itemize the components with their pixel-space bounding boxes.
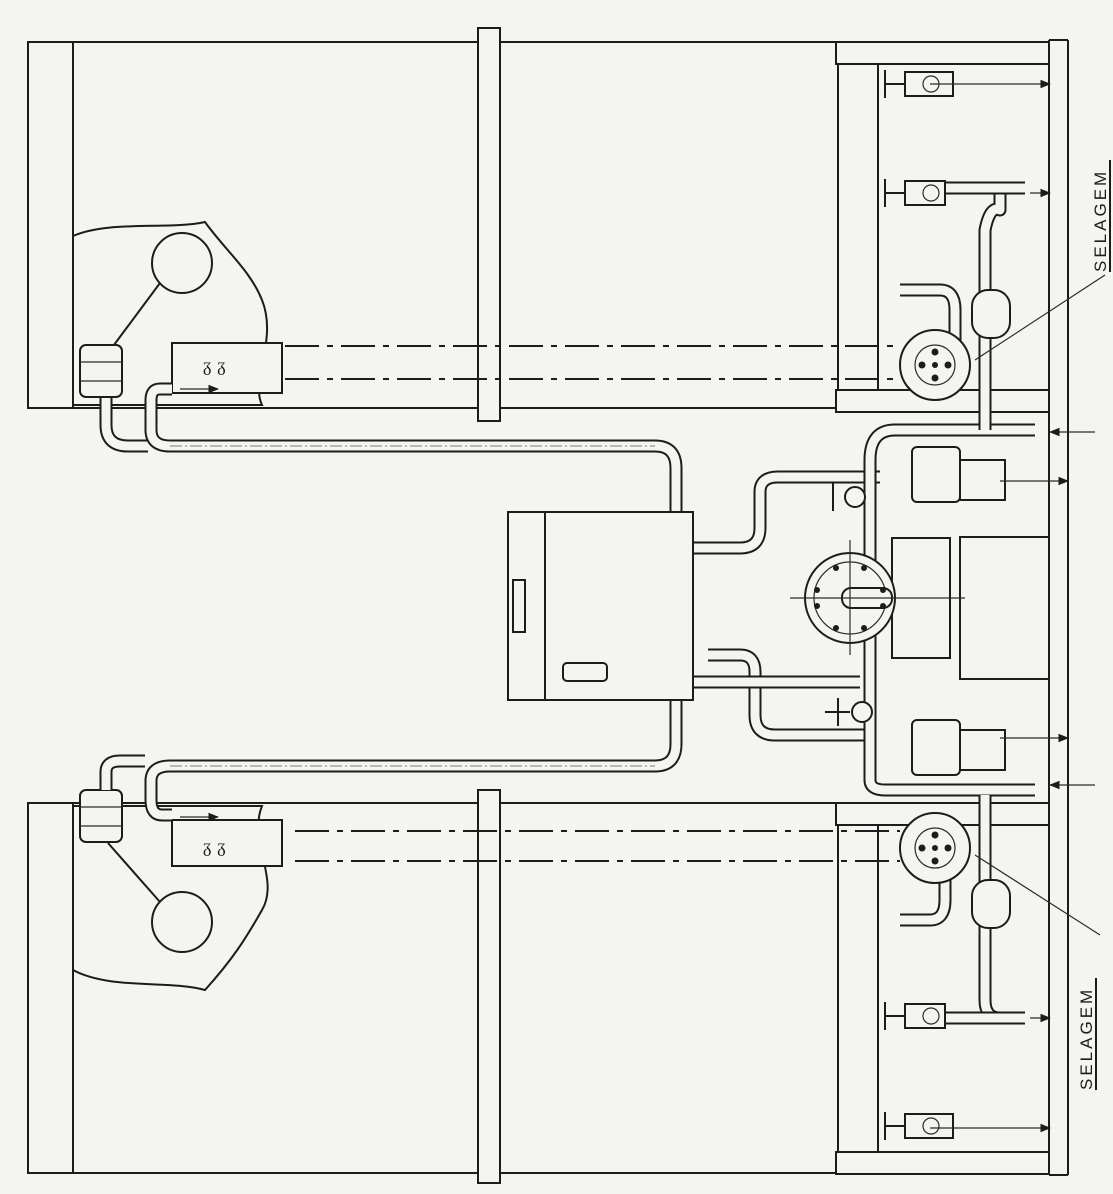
pump-bottom [899,812,1011,929]
main-pump [790,537,965,659]
float-ball-top [151,232,213,294]
support-frame [835,39,1069,1176]
level-lines [285,345,900,862]
float-valve-bottom [79,789,123,843]
label-selagem-top: SELAGEM [1091,169,1110,272]
leader-top [974,274,1106,361]
svg-text:ᵹ ᵹ: ᵹ ᵹ [203,836,226,857]
cabinet-handle [512,579,526,633]
leader-bottom [974,854,1101,936]
control-cabinet [507,511,694,701]
label-selagem-bottom: SELAGEM [1077,987,1096,1090]
tank-bottom: ᵹ ᵹ [27,789,839,1184]
flow-arrows [180,79,1095,1133]
gate-valves [825,70,954,1140]
pump-top [899,289,1011,401]
svg-text:ᵹ ᵹ: ᵹ ᵹ [203,355,226,376]
piping [99,181,1035,1025]
valve-boxes [911,446,1006,776]
float-valve-top [79,344,123,398]
float-ball-bottom [151,891,213,953]
tank-top: ᵹ ᵹ [27,27,839,422]
